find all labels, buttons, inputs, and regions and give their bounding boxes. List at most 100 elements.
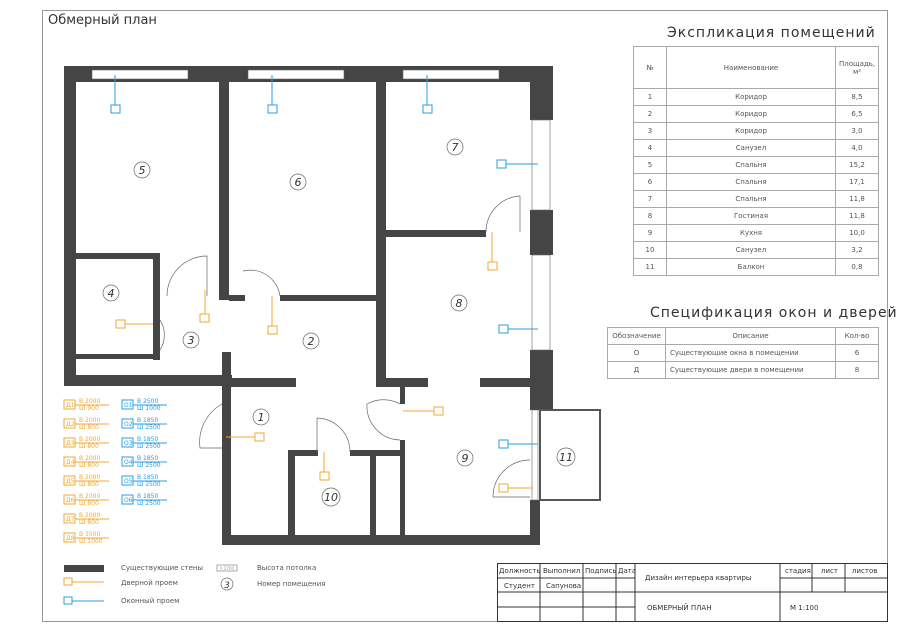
legend-room-label: Номер помещения	[257, 580, 326, 588]
room-8: 8	[450, 294, 468, 312]
table-cell: Гостиная	[666, 207, 836, 225]
svg-text:Ш 900: Ш 900	[79, 405, 99, 412]
wall-right-1	[530, 66, 553, 120]
legend-door-symbol	[63, 577, 73, 586]
svg-text:3: 3	[224, 581, 230, 591]
legend-window-label: Оконный проем	[121, 597, 180, 605]
svg-text:В 2000: В 2000	[79, 436, 100, 443]
svg-text:Ш 1000: Ш 1000	[137, 405, 161, 412]
table-cell: 8	[835, 361, 879, 379]
svg-text:Ш 800: Ш 800	[79, 424, 99, 431]
window-tags	[110, 75, 538, 449]
svg-text:В 1850: В 1850	[137, 474, 158, 481]
table-cell: 1	[633, 88, 667, 106]
room-6: 6	[289, 173, 307, 191]
svg-text:В 1850: В 1850	[137, 493, 158, 500]
svg-text:В 2000: В 2000	[79, 512, 100, 519]
room-3: 3	[182, 331, 200, 349]
table-cell: Балкон	[666, 258, 836, 276]
table-cell: 3	[633, 122, 667, 140]
wall-5-6	[219, 82, 229, 300]
table-cell: Санузел	[666, 139, 836, 157]
room-7: 7	[446, 138, 464, 156]
wall-bottom-left	[64, 375, 232, 386]
svg-text:В 2000: В 2000	[79, 417, 100, 424]
svg-text:3: 3	[188, 334, 195, 347]
table-cell: Коридор	[666, 105, 836, 123]
wall-left	[64, 66, 76, 386]
wall-room4-top	[76, 253, 160, 259]
wall-bottom	[222, 535, 540, 545]
tb-sheets: листов	[852, 567, 878, 575]
tb-project: Дизайн интерьера квартиры	[645, 574, 752, 582]
explication-title: Экспликация помещений	[667, 25, 876, 41]
tb-scale: М 1:100	[790, 604, 819, 612]
legend-ceiling-symbol	[216, 564, 238, 572]
legend-ceiling-label: Высота потолка	[257, 564, 317, 572]
wall-mid-3	[480, 378, 530, 387]
svg-text:h 2700: h 2700	[220, 566, 234, 571]
svg-text:2: 2	[308, 335, 315, 348]
svg-text:Д2: Д2	[66, 421, 75, 428]
room-2: 2	[302, 332, 320, 350]
svg-text:Д3: Д3	[66, 440, 75, 447]
svg-text:Ш 2500: Ш 2500	[137, 481, 161, 488]
table-cell: Санузел	[666, 241, 836, 259]
svg-text:9: 9	[462, 452, 469, 465]
table-cell: 4,0	[835, 139, 879, 157]
svg-text:4: 4	[108, 287, 115, 300]
svg-text:Д6: Д6	[66, 497, 75, 504]
wall-room10-right	[370, 450, 376, 535]
wall-right-2	[530, 210, 553, 255]
svg-text:В 2000: В 2000	[79, 493, 100, 500]
wall-room6-bottom	[280, 295, 376, 301]
svg-text:В 1850: В 1850	[137, 436, 158, 443]
spec-title: Спецификация окон и дверей	[650, 305, 898, 321]
svg-text:В 2500: В 2500	[137, 398, 158, 405]
table-cell: 17,1	[835, 173, 879, 191]
svg-text:Ш 800: Ш 800	[79, 462, 99, 469]
wall-6-7	[376, 82, 386, 386]
table-cell: 5	[633, 156, 667, 174]
tb-date-header: Дата	[618, 567, 637, 575]
svg-text:Ш 800: Ш 800	[79, 519, 99, 526]
legend-door-label: Дверной проем	[121, 579, 178, 587]
legend-room-symbol	[220, 577, 234, 591]
tb-signature-header: Подпись	[585, 567, 617, 575]
table-cell: Д	[607, 361, 666, 379]
room-4: 4	[102, 284, 120, 302]
svg-text:О4: О4	[124, 459, 133, 466]
table-cell: 6,5	[835, 105, 879, 123]
door-swings	[159, 195, 531, 498]
wall-corridor-left	[222, 352, 231, 545]
legend-walls-label: Существующие стены	[121, 564, 204, 572]
svg-text:Ш 800: Ш 800	[79, 500, 99, 507]
sheet-title: Обмерный план	[48, 13, 157, 28]
table-cell: 3,0	[835, 122, 879, 140]
table-cell: 10	[633, 241, 667, 259]
wall-room7-bottom	[386, 230, 486, 237]
svg-text:Д5: Д5	[66, 478, 75, 485]
wall-room10-left	[288, 450, 295, 535]
title-block: Должность Выполнил Подпись Дата Студент …	[497, 563, 888, 622]
svg-text:11: 11	[559, 451, 573, 464]
svg-text:В 2000: В 2000	[79, 474, 100, 481]
table-cell: О	[607, 344, 666, 362]
table-cell: 15,2	[835, 156, 879, 174]
